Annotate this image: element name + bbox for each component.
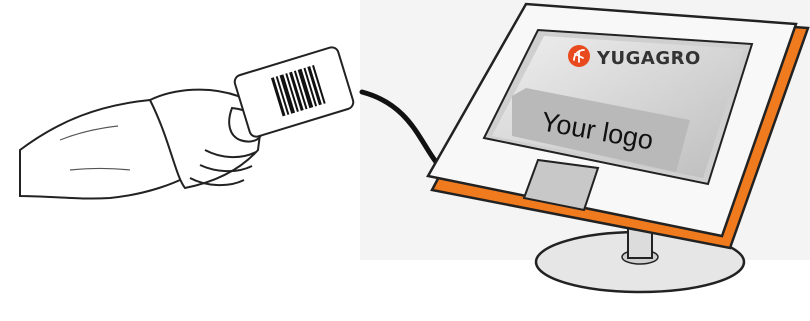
yugagro-logo-icon bbox=[568, 45, 590, 67]
hand-icon bbox=[20, 90, 262, 199]
brand-registered-mark: ® bbox=[676, 54, 683, 62]
brand-name: YUGAGRO bbox=[596, 48, 701, 69]
barcode-card-icon bbox=[233, 46, 355, 139]
